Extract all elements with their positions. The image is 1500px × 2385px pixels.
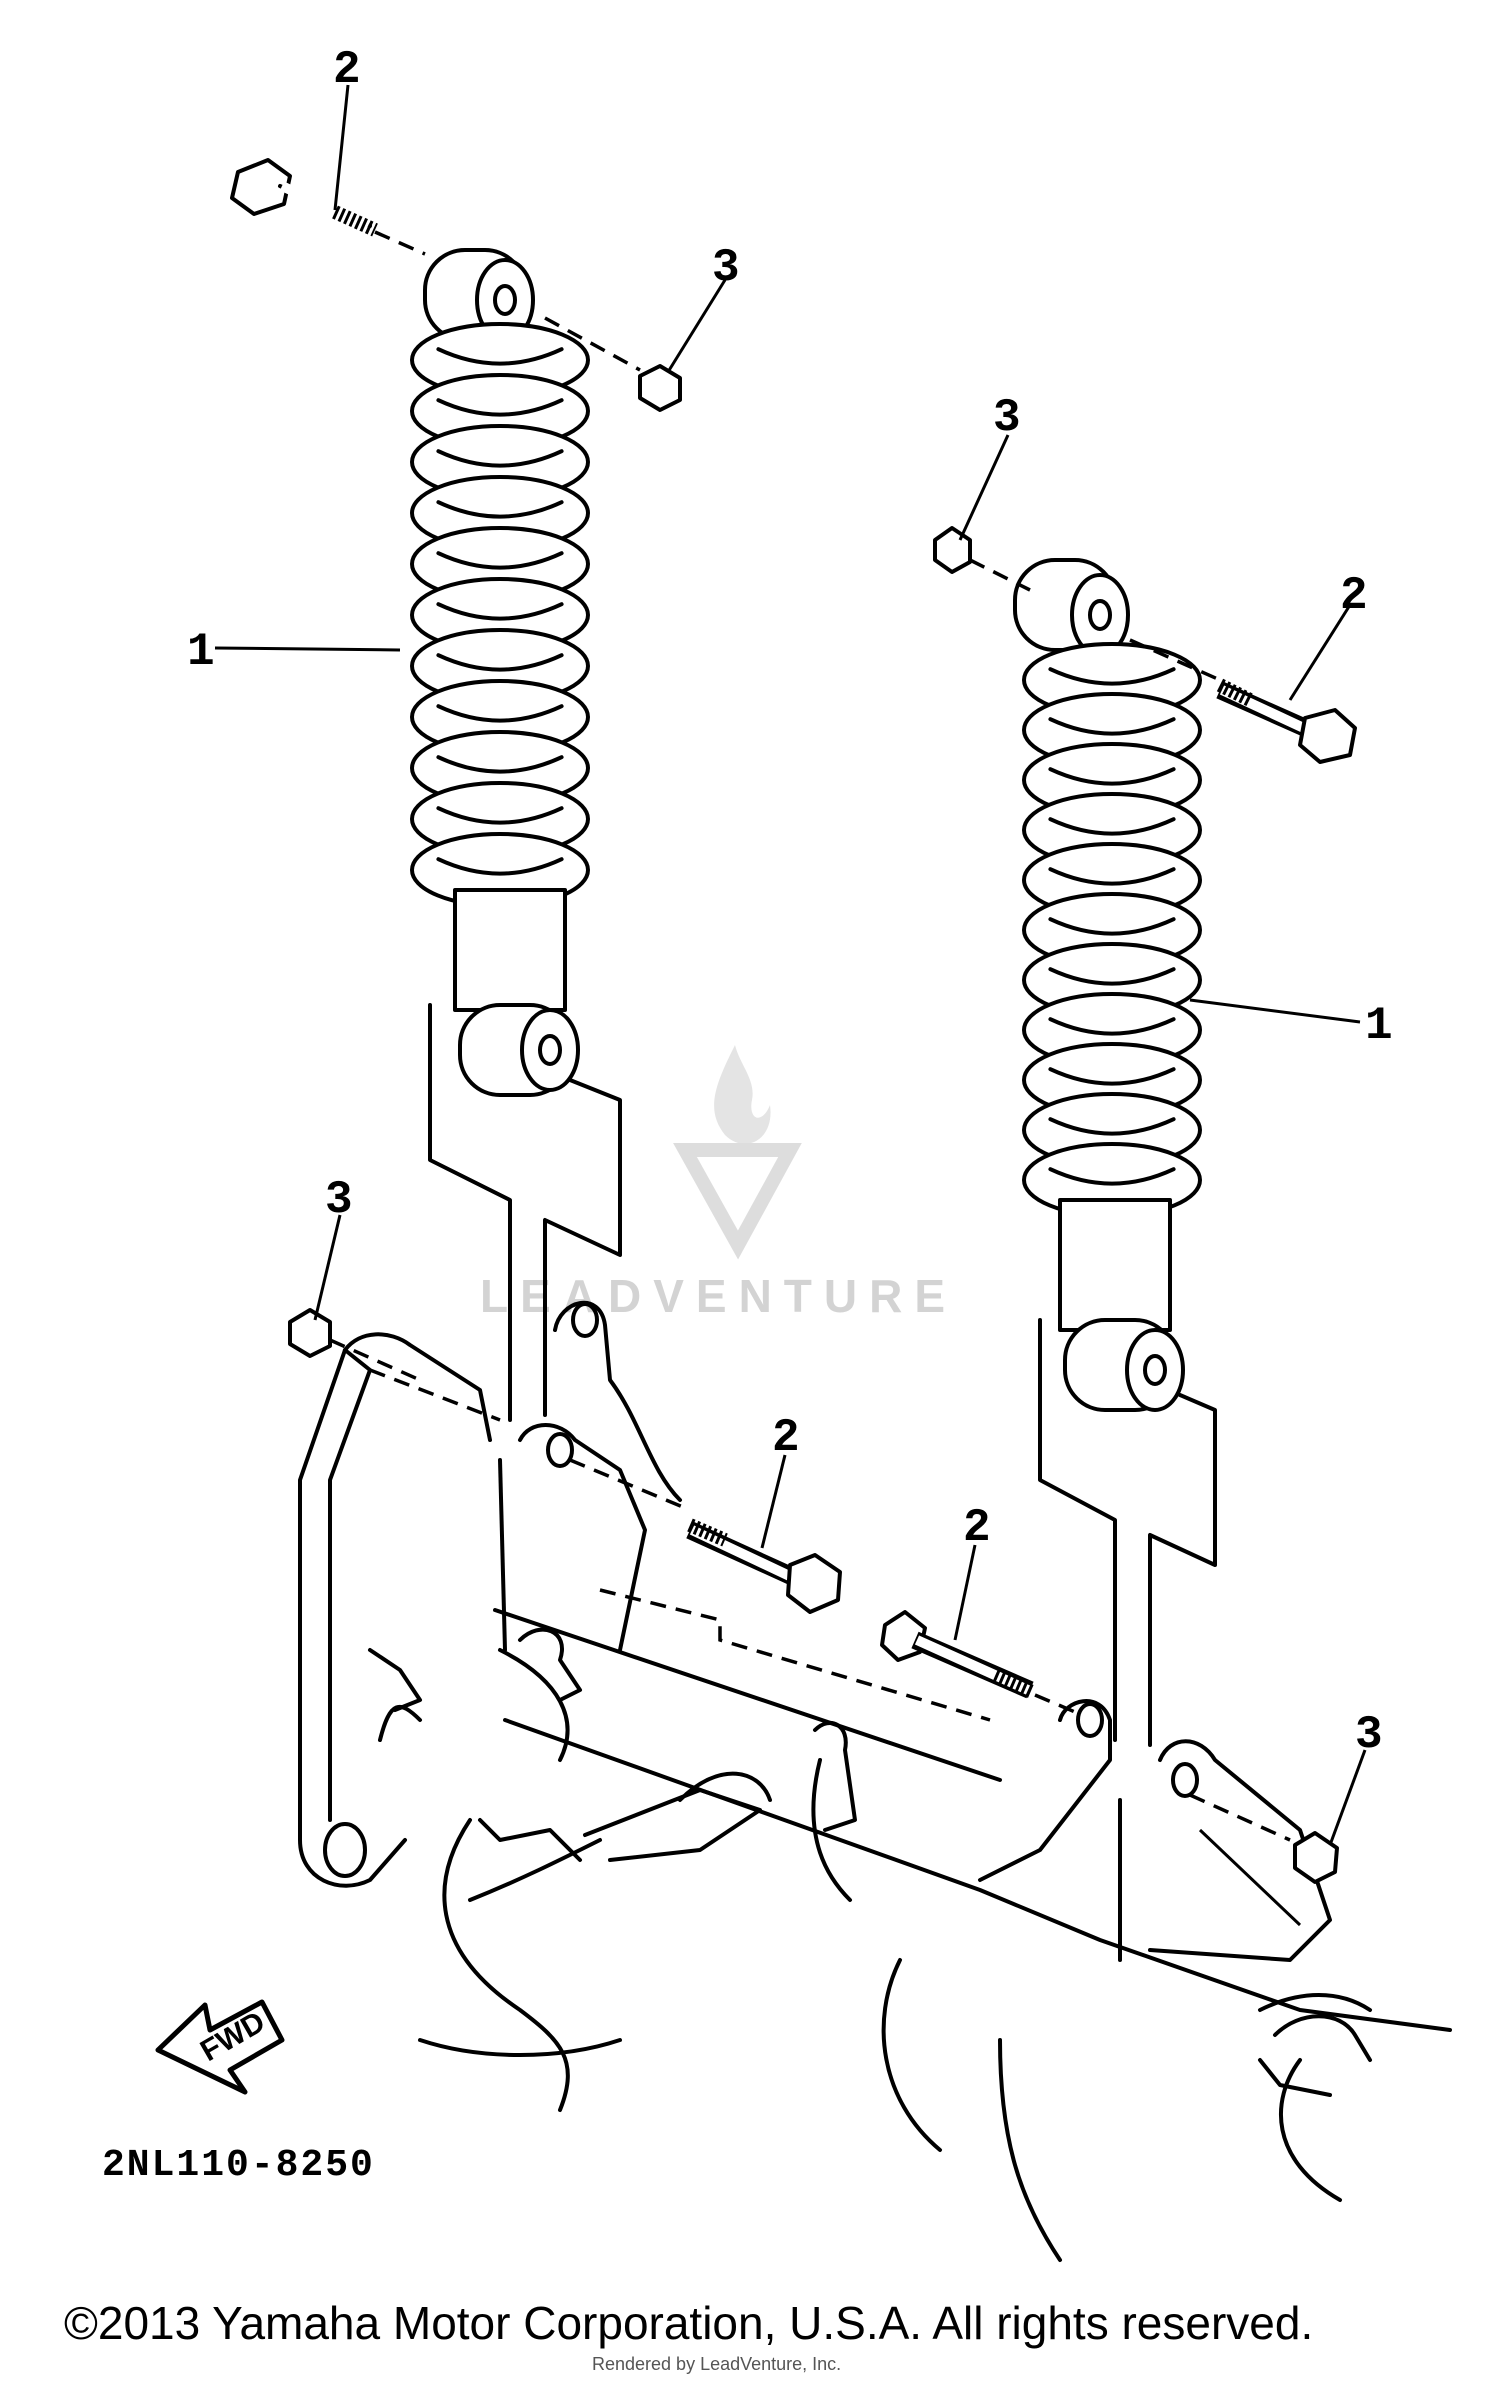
render-note: Rendered by LeadVenture, Inc.: [592, 2354, 841, 2374]
v-logo-icon: [673, 1143, 802, 1260]
spring-coil-shade: [436, 500, 564, 519]
frame-assembly: [298, 1300, 1452, 2262]
spring-coil-shade: [436, 857, 564, 876]
copyright-notice: ©2013 Yamaha Motor Corporation, U.S.A. A…: [64, 2297, 1314, 2349]
right-frame-nut: [1189, 1793, 1339, 1884]
spring-coil-shade: [436, 755, 564, 774]
callout-left-frame-nut: 3: [325, 1174, 353, 1226]
left-top-bolt: [230, 158, 426, 256]
spring-coil-shade: [436, 653, 564, 672]
left-frame-nut: [288, 1308, 421, 1382]
left-top-nut: [544, 316, 682, 412]
flame-logo-icon: [714, 1045, 771, 1144]
spring-coil-shade: [1048, 1117, 1176, 1136]
callout-right-top-nut: 3: [993, 392, 1021, 444]
right-shock-absorber: [1013, 558, 1217, 1747]
spring-coil-shade: [1048, 1017, 1176, 1036]
fwd-arrow-icon: [155, 1999, 285, 2095]
center-bolt-left: [569, 1458, 842, 1614]
spring-coil-shade: [1048, 717, 1176, 736]
spring-coil-shade: [1048, 817, 1176, 836]
fwd-arrow: FWD: [155, 1999, 285, 2095]
callout-right-shock: 1: [1365, 1000, 1393, 1052]
spring-coil-shade: [436, 602, 564, 621]
callout-center-bolt-right: 2: [963, 1502, 991, 1554]
callout-right-top-bolt: 2: [1340, 570, 1368, 622]
spring-coil-shade: [436, 398, 564, 417]
right-top-bolt: [1129, 638, 1357, 764]
spring-coil-shade: [1048, 1167, 1176, 1186]
callout-left-shock: 1: [187, 626, 215, 678]
watermark-text: LEADVENTURE: [480, 1270, 957, 1322]
spring-coil-shade: [1048, 867, 1176, 886]
spring-coil-shade: [436, 551, 564, 570]
callout-left-top-nut: 3: [712, 242, 740, 294]
spring-coil-shade: [1048, 967, 1176, 986]
spring-coil-shade: [436, 449, 564, 468]
callout-left-top-bolt: 2: [333, 44, 361, 96]
spring-coil-shade: [1048, 1067, 1176, 1086]
spring-coil-shade: [436, 806, 564, 825]
leadventure-watermark: LEADVENTURE: [480, 1045, 957, 1322]
center-bolt-right: [880, 1610, 1076, 1714]
spring-coil-shade: [436, 347, 564, 366]
spring-coil-shade: [1048, 767, 1176, 786]
left-shock-absorber: [410, 248, 622, 1422]
spring-coil-shade: [436, 704, 564, 723]
callout-right-frame-nut: 3: [1355, 1709, 1383, 1761]
spring-coil-shade: [1048, 667, 1176, 686]
drawing-code: 2NL110-8250: [102, 2144, 375, 2187]
callout-center-bolt-left: 2: [772, 1412, 800, 1464]
leader-lines: [214, 84, 1367, 1846]
right-top-nut: [933, 526, 1031, 592]
spring-coil-shade: [1048, 917, 1176, 936]
